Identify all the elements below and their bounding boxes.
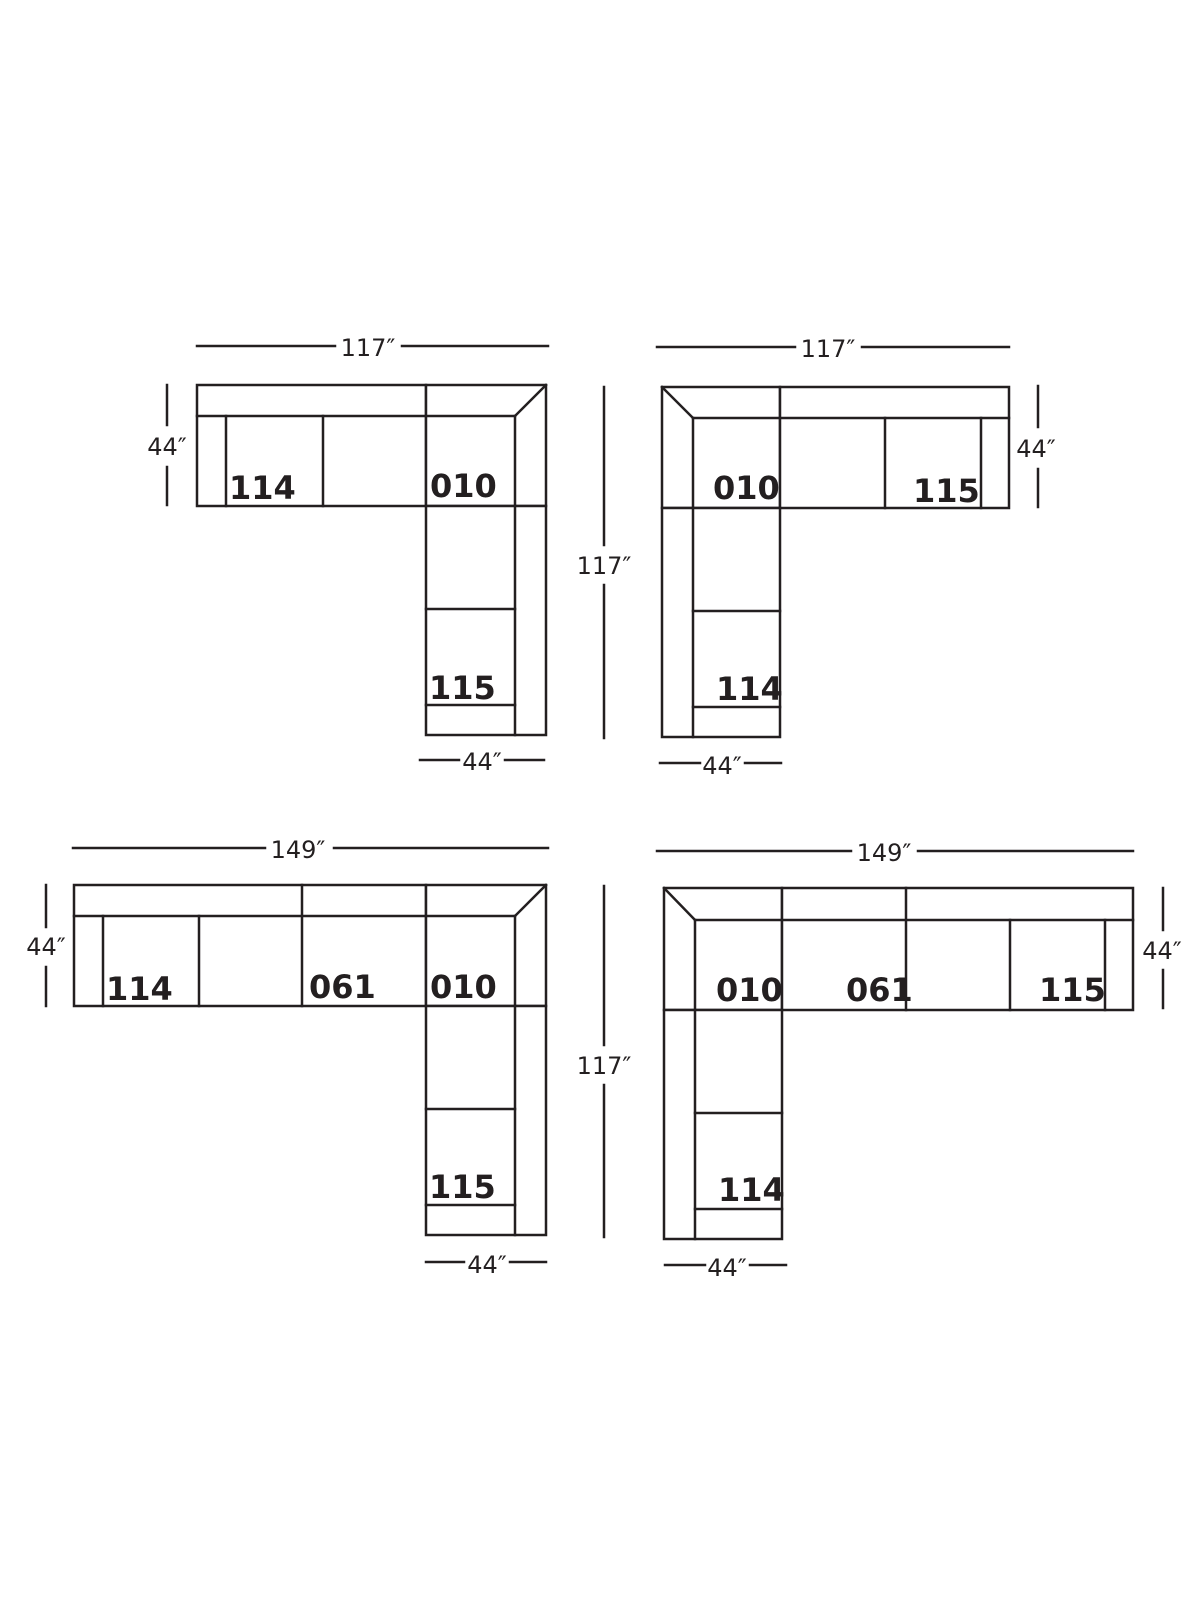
module-code-leg: 115 <box>429 669 496 707</box>
module-code-leg: 115 <box>429 1168 496 1206</box>
dim-leg-label: 44″ <box>707 1254 747 1282</box>
module-code-middle: 061 <box>309 968 376 1006</box>
dim-leg-label: 44″ <box>467 1251 507 1279</box>
module-code-end: 114 <box>229 469 296 507</box>
layout-2: 117″ 44″ 44″ 010 115 114 <box>655 335 1056 780</box>
dim-side-label: 44″ <box>1142 937 1182 965</box>
corner-miter-line <box>660 385 695 420</box>
module-code-middle: 061 <box>846 971 913 1009</box>
horizontal-section <box>72 883 428 1008</box>
module-code-corner: 010 <box>430 467 497 505</box>
module-code-corner: 010 <box>430 968 497 1006</box>
module-code-leg: 114 <box>718 1171 785 1209</box>
leg-section <box>424 1004 548 1237</box>
dim-side-label: 44″ <box>26 933 66 961</box>
dim-leg-label: 44″ <box>462 748 502 776</box>
module-code-corner: 010 <box>716 971 783 1009</box>
module-code-end: 115 <box>913 472 980 510</box>
layout-3: 149″ 44″ 117″ 44″ 114 061 010 115 <box>26 836 631 1279</box>
horizontal-section <box>780 886 1135 1012</box>
horizontal-section <box>778 385 1011 510</box>
dim-top-label: 149″ <box>271 836 326 864</box>
dim-top-label: 117″ <box>801 335 856 363</box>
dim-side-label: 44″ <box>1016 435 1056 463</box>
dim-height-label: 117″ <box>577 1052 632 1080</box>
horizontal-section <box>195 383 428 508</box>
corner-miter-line <box>513 383 548 418</box>
corner-miter-line <box>662 886 697 922</box>
layout-1: 117″ 44″ 117″ 44″ 114 010 115 <box>147 334 631 776</box>
dim-height-label: 117″ <box>577 552 632 580</box>
corner-miter-line <box>513 883 548 918</box>
layout-4: 149″ 44″ 44″ 010 061 115 114 <box>655 839 1182 1282</box>
dim-side-label: 44″ <box>147 433 187 461</box>
leg-section <box>424 504 548 737</box>
dim-leg-label: 44″ <box>702 752 742 780</box>
leg-section <box>660 506 782 739</box>
module-code-end: 114 <box>106 970 173 1008</box>
leg-section <box>662 1008 784 1241</box>
module-code-end: 115 <box>1039 971 1106 1009</box>
module-code-corner: 010 <box>713 469 780 507</box>
module-code-leg: 114 <box>716 670 783 708</box>
dim-top-label: 149″ <box>857 839 912 867</box>
dim-top-label: 117″ <box>341 334 396 362</box>
